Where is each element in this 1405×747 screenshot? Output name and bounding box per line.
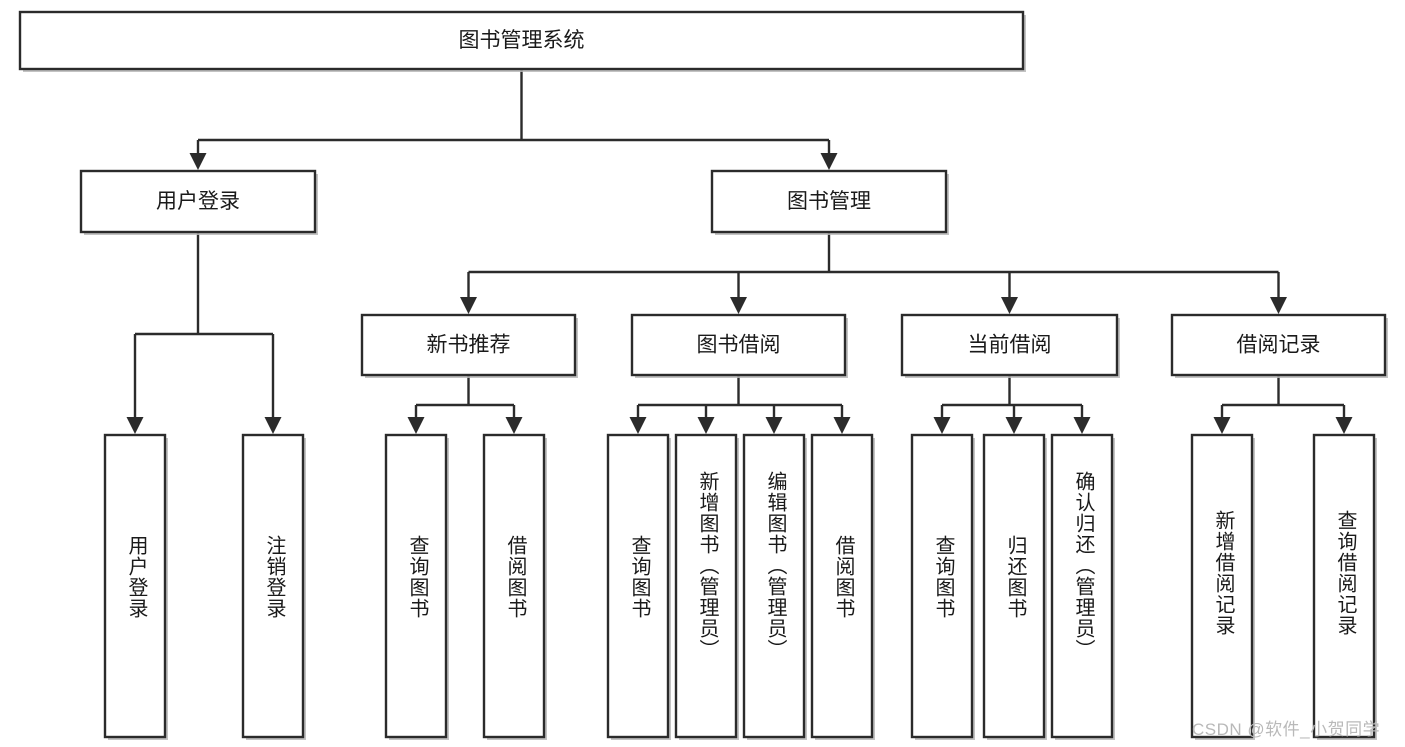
arrow-head-icon bbox=[629, 417, 647, 434]
node-label-borrow-record: 借阅记录 bbox=[1237, 334, 1321, 357]
arrow-head-icon bbox=[126, 417, 144, 434]
arrow-head-icon bbox=[820, 153, 838, 170]
node-box-leaf-logout[interactable] bbox=[241, 433, 305, 739]
node-box-new-book-recommend[interactable] bbox=[360, 313, 577, 377]
arrow-head-icon bbox=[833, 417, 851, 434]
arrow-head-icon bbox=[933, 417, 951, 434]
arrow-head-icon bbox=[505, 417, 523, 434]
arrow-head-icon bbox=[1213, 417, 1231, 434]
arrow-head-icon bbox=[1001, 297, 1018, 314]
node-box-book-borrow[interactable] bbox=[630, 313, 847, 377]
node-label-new-book-recommend: 新书推荐 bbox=[427, 334, 511, 357]
node-box-leaf-record-add[interactable] bbox=[1190, 433, 1254, 739]
node-box-leaf-borrow-edit[interactable] bbox=[742, 433, 806, 739]
node-box-leaf-record-query[interactable] bbox=[1312, 433, 1376, 739]
node-box-leaf-borrow-lend[interactable] bbox=[810, 433, 874, 739]
node-box-leaf-recommend-query[interactable] bbox=[384, 433, 448, 739]
node-label-book-borrow: 图书借阅 bbox=[697, 334, 781, 357]
arrow-head-icon bbox=[264, 417, 282, 434]
node-box-leaf-current-return[interactable] bbox=[982, 433, 1046, 739]
arrow-head-icon bbox=[1005, 417, 1023, 434]
node-label-root: 图书管理系统 bbox=[459, 29, 585, 52]
node-box-leaf-borrow-query[interactable] bbox=[606, 433, 670, 739]
arrow-head-icon bbox=[407, 417, 425, 434]
node-box-layer bbox=[18, 10, 1388, 740]
node-box-user-login[interactable] bbox=[79, 169, 317, 234]
node-box-root[interactable] bbox=[18, 10, 1025, 71]
arrow-head-icon bbox=[765, 417, 783, 434]
arrow-head-icon bbox=[189, 153, 207, 170]
arrow-head-icon bbox=[1335, 417, 1353, 434]
node-box-leaf-user-login[interactable] bbox=[103, 433, 167, 739]
node-box-current-borrow[interactable] bbox=[900, 313, 1119, 377]
arrow-head-icon bbox=[1270, 297, 1287, 314]
arrow-head-icon bbox=[730, 297, 747, 314]
node-box-book-manage[interactable] bbox=[710, 169, 948, 234]
node-box-leaf-current-query[interactable] bbox=[910, 433, 974, 739]
node-box-leaf-current-confirm[interactable] bbox=[1050, 433, 1114, 739]
node-box-leaf-recommend-borrow[interactable] bbox=[482, 433, 546, 739]
csdn-watermark: CSDN @软件_小贺同学 bbox=[1192, 720, 1381, 739]
node-label-user-login: 用户登录 bbox=[156, 190, 240, 213]
node-box-leaf-borrow-add[interactable] bbox=[674, 433, 738, 739]
arrow-head-icon bbox=[697, 417, 715, 434]
node-label-current-borrow: 当前借阅 bbox=[968, 334, 1052, 357]
arrow-head-icon bbox=[460, 297, 477, 314]
connector-layer bbox=[126, 69, 1353, 434]
node-box-borrow-record[interactable] bbox=[1170, 313, 1387, 377]
node-label-book-manage: 图书管理 bbox=[787, 190, 871, 213]
arrow-head-icon bbox=[1073, 417, 1091, 434]
